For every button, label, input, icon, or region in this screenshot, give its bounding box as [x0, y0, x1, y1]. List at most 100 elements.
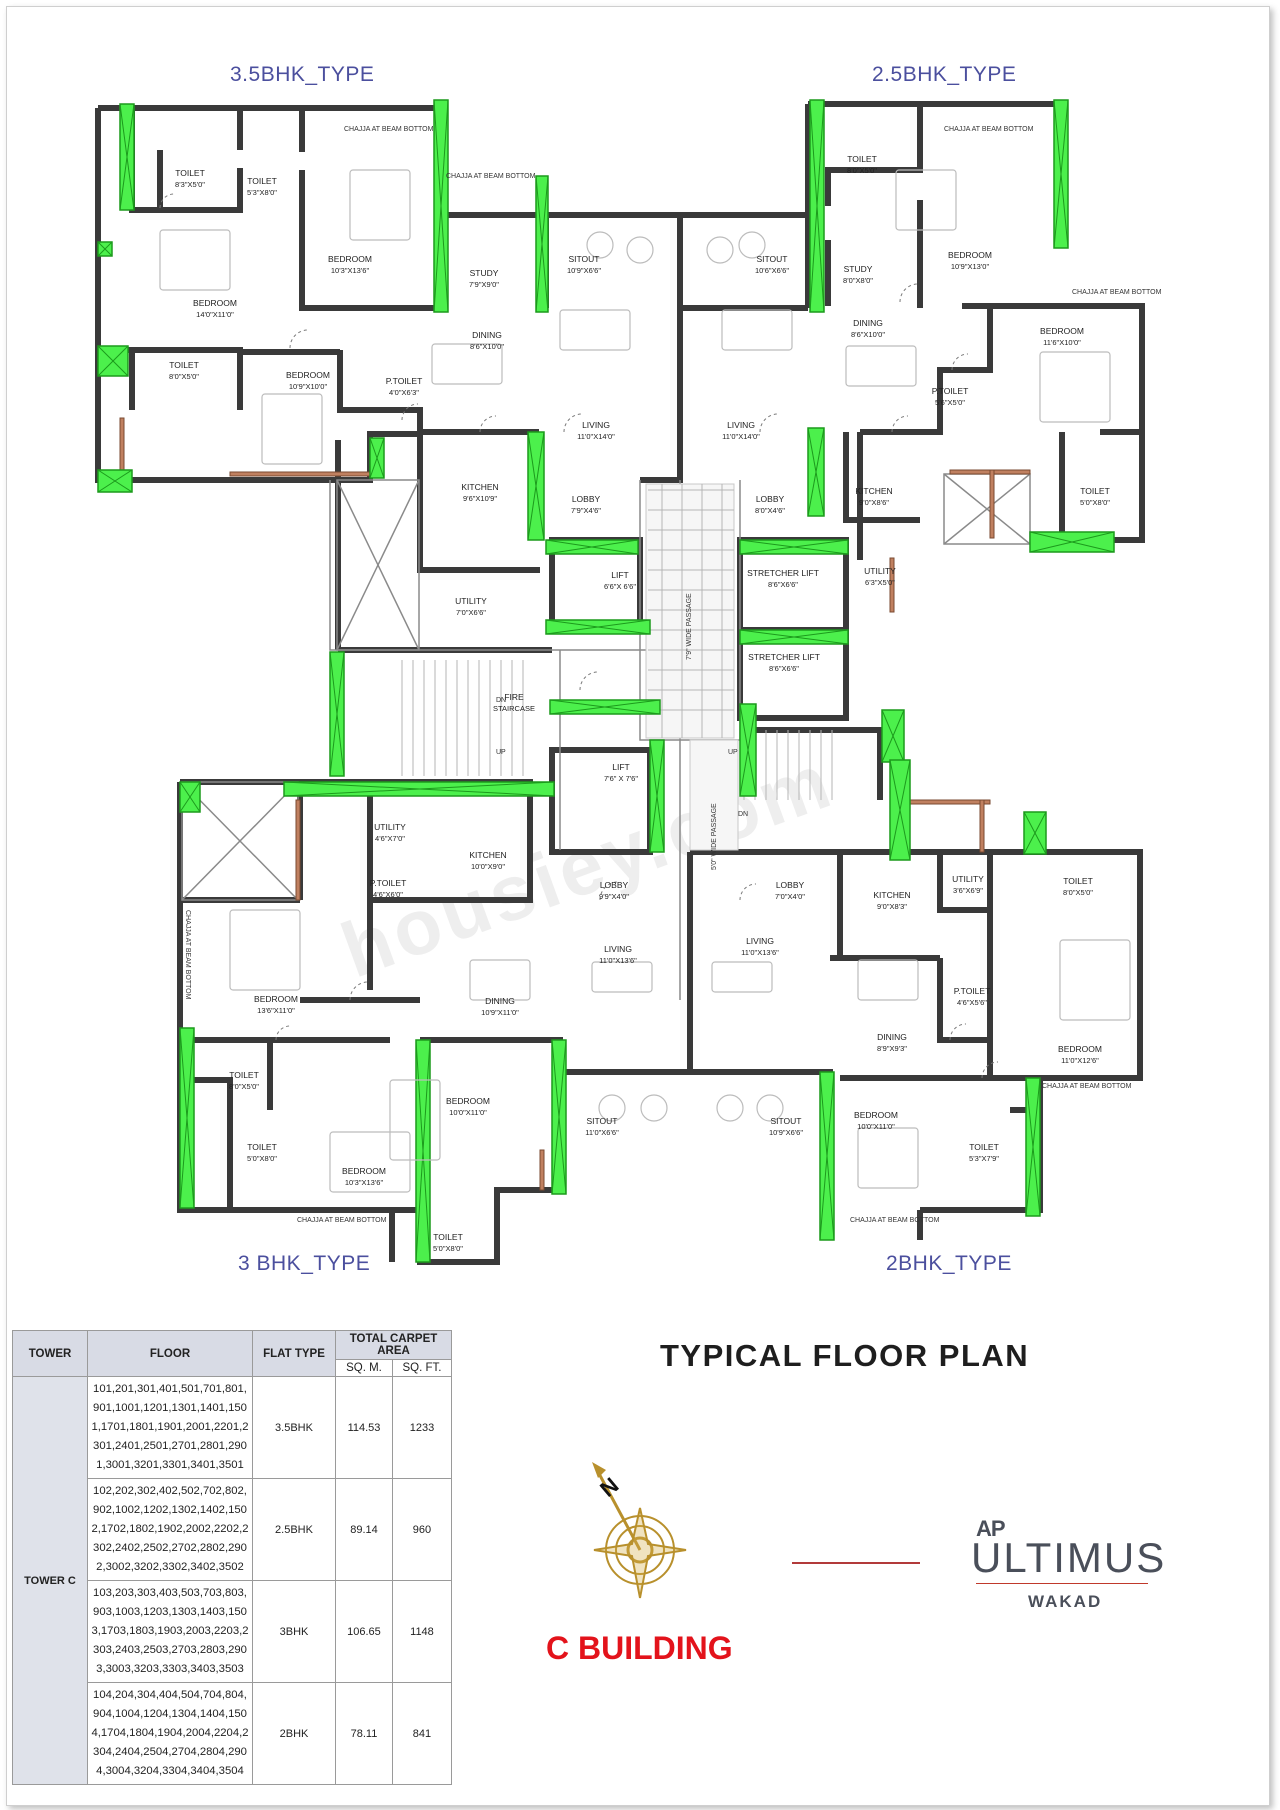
room-name: TOILET — [247, 1142, 277, 1152]
room-name: DINING — [485, 996, 515, 1006]
room-name: TOILET — [229, 1070, 259, 1080]
room-name: BEDROOM — [286, 370, 330, 380]
door-swing — [275, 1025, 291, 1041]
column-brace — [807, 427, 825, 517]
room-name: LOBBY — [776, 880, 805, 890]
room-dimension: 8'6"X10'0" — [851, 330, 885, 339]
room-dimension: 5'0"X8'0" — [247, 1154, 277, 1163]
door-swing — [479, 415, 497, 433]
door-swing — [981, 1061, 999, 1079]
room-dimension: 11'0"X14'0" — [577, 432, 615, 441]
room-dimension: 4'6"X6'0" — [373, 890, 403, 899]
room-dimension: 5'6"X5'0" — [935, 398, 965, 407]
room-name: P.TOILET — [370, 878, 407, 888]
room-dimension: 6'3"X5'0" — [865, 578, 895, 587]
sqft-cell: 841 — [391, 1682, 453, 1785]
room-name: UTILITY — [455, 596, 487, 606]
room-dimension: 5'3"X8'0" — [247, 188, 277, 197]
furniture — [857, 959, 919, 1001]
plan-annotation: CHAJJA AT BEAM BOTTOM — [944, 126, 1034, 133]
room-dimension: 13'6"X11'0" — [257, 1006, 295, 1015]
room-dimension: 9'0"X8'3" — [877, 902, 907, 911]
room-name: BEDROOM — [854, 1110, 898, 1120]
room-name: P.TOILET — [932, 386, 969, 396]
room-dimension: 7'6" X 7'6" — [604, 774, 638, 783]
floors-cell: 101,201,301,401,501,701,801,901,1001,120… — [87, 1376, 253, 1479]
room-dimension: 7'0"X4'0" — [775, 892, 805, 901]
sitout-chair — [640, 1094, 668, 1122]
room-dimension: 9'0"X8'6" — [859, 498, 889, 507]
room-dimension: 7'9"X4'6" — [571, 506, 601, 515]
room-dimension: STAIRCASE — [493, 704, 535, 713]
door-swing — [949, 1023, 967, 1041]
room-name: TOILET — [1063, 876, 1093, 886]
furniture — [431, 343, 503, 385]
room-dimension: 8'0"X5'0" — [229, 1082, 259, 1091]
room-name: SITOUT — [568, 254, 599, 264]
sqft-cell: 1148 — [391, 1580, 453, 1683]
column-brace — [889, 759, 911, 861]
room-name: TOILET — [1080, 486, 1110, 496]
door-swing — [951, 353, 969, 371]
col-total-carpet-area: TOTAL CARPET AREA — [335, 1330, 452, 1360]
room-dimension: 14'0"X11'0" — [196, 310, 234, 319]
room-dimension: 8'9"X9'3" — [877, 1044, 907, 1053]
type-label-2-5bhk: 2.5BHK_TYPE — [872, 63, 1017, 86]
room-name: SITOUT — [586, 1116, 617, 1126]
sitout-chair — [716, 1094, 744, 1122]
room-name: BEDROOM — [254, 994, 298, 1004]
room-dimension: 11'6"X10'0" — [1043, 338, 1081, 347]
column-brace — [433, 99, 449, 313]
room-dimension: 10'3"X13'6" — [345, 1178, 384, 1187]
table-row: 104,204,304,404,504,704,804,904,1004,120… — [13, 1682, 453, 1785]
furniture — [711, 961, 773, 993]
furniture — [591, 961, 653, 993]
room-dimension: 5'0"X8'0" — [433, 1244, 463, 1253]
carpet-area-table: TOWER FLOOR FLAT TYPE TOTAL CARPET AREA … — [12, 1330, 453, 1785]
column-brace — [415, 1039, 431, 1263]
room-dimension: 6'6"X 6'6" — [604, 582, 636, 591]
room-dimension: 3'6"X6'9" — [953, 886, 983, 895]
column-brace — [283, 781, 555, 797]
sitout-chair — [738, 231, 766, 259]
room-dimension: 9'6"X10'9" — [463, 494, 497, 503]
room-name: TOILET — [969, 1142, 999, 1152]
column-brace — [1053, 99, 1069, 249]
sqm-cell: 106.65 — [335, 1580, 393, 1683]
room-dimension: 8'0"X5'0" — [169, 372, 199, 381]
room-dimension: 8'0"X8'0" — [843, 276, 873, 285]
room-name: KITCHEN — [461, 482, 498, 492]
door-swing — [899, 283, 919, 303]
room-name: LIFT — [611, 570, 628, 580]
room-dimension: 10'9"X11'0" — [481, 1008, 519, 1017]
col-floor: FLOOR — [87, 1330, 253, 1377]
room-dimension: 10'9"X10'0" — [289, 382, 328, 391]
room-dimension: 11'0"X13'6" — [741, 948, 779, 957]
type-label-3bhk: 3 BHK_TYPE — [238, 1252, 371, 1275]
flat-type-cell: 3BHK — [252, 1580, 336, 1683]
column-brace — [551, 1039, 567, 1195]
room-name: UTILITY — [374, 822, 406, 832]
furniture — [721, 309, 793, 351]
door-swing — [563, 413, 583, 433]
furniture — [895, 169, 957, 231]
room-name: TOILET — [433, 1232, 463, 1242]
table-row: 102,202,302,402,502,702,802,902,1002,120… — [13, 1478, 453, 1581]
column-brace — [329, 651, 345, 777]
type-label-2bhk: 2BHK_TYPE — [886, 1252, 1012, 1275]
furniture — [1059, 939, 1131, 1021]
furniture — [469, 959, 531, 1001]
plan-annotation: CHAJJA AT BEAM BOTTOM — [446, 173, 536, 180]
furniture — [1039, 351, 1111, 423]
col-tower: TOWER — [12, 1330, 88, 1377]
room-name: BEDROOM — [1040, 326, 1084, 336]
door-swing — [159, 193, 175, 209]
room-dimension: 4'6"X5'6" — [957, 998, 987, 1007]
door-swing — [759, 413, 779, 433]
room-name: TOILET — [169, 360, 199, 370]
brand-name: ULTIMUS — [971, 1534, 1167, 1581]
room-dimension: 10'9"X6'6" — [567, 266, 601, 275]
column-brace — [739, 703, 757, 797]
plan-annotation: CHAJJA AT BEAM BOTTOM — [297, 1217, 387, 1224]
sqft-cell: 1233 — [391, 1376, 453, 1479]
